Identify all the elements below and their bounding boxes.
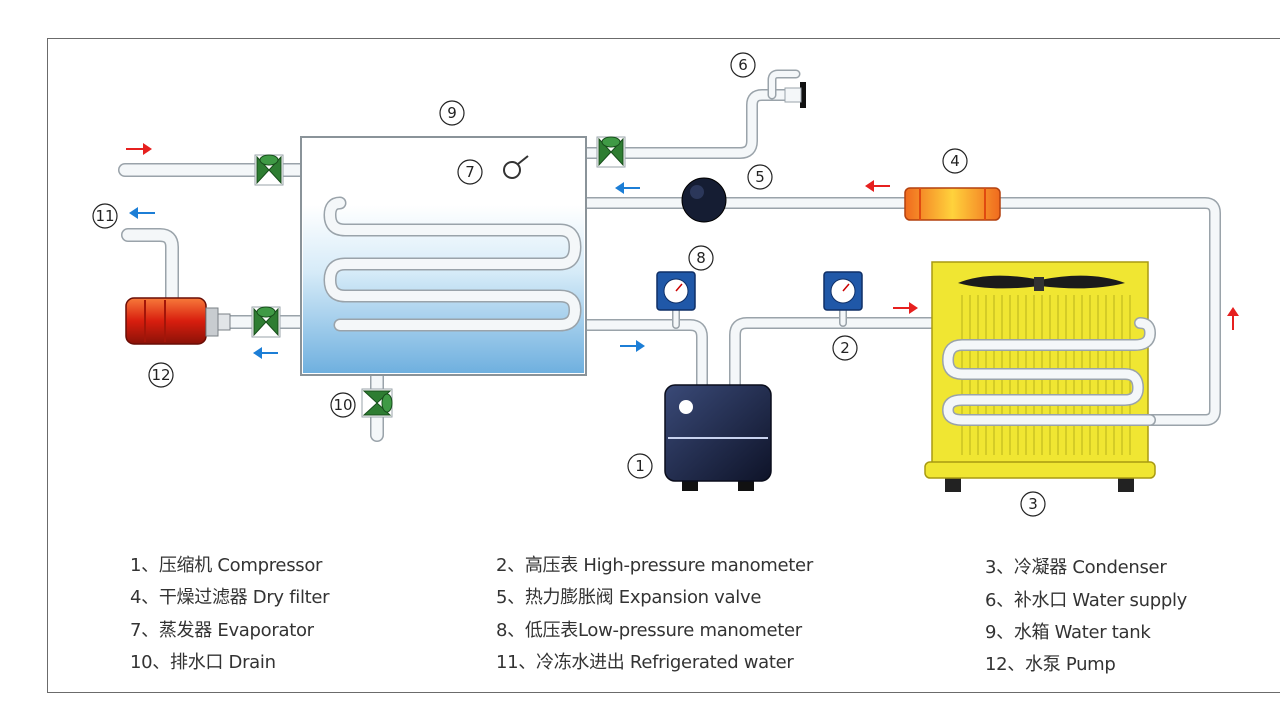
svg-text:1: 1 <box>635 457 645 475</box>
svg-text:5: 5 <box>755 168 765 186</box>
valve-supply-icon <box>596 136 626 168</box>
arrow-blue-evap-icon <box>620 340 645 352</box>
evaporator-coil <box>323 196 582 332</box>
callout-12: 12 <box>148 362 174 388</box>
svg-text:4: 4 <box>950 152 960 170</box>
svg-text:11: 11 <box>95 207 114 225</box>
high-pressure-gauge <box>823 271 863 311</box>
callout-2: 2 <box>832 335 858 361</box>
condenser-coil <box>942 317 1156 426</box>
arrow-red-in-icon <box>126 143 152 155</box>
legend-item-water-supply: 6、补水口 Water supply <box>985 590 1187 611</box>
valve-inlet-icon <box>254 154 284 186</box>
valve-outlet-icon <box>251 306 281 338</box>
arrow-blue-pump-icon <box>253 347 278 359</box>
callout-4: 4 <box>942 148 968 174</box>
water-tank <box>300 136 587 376</box>
legend-item-compressor: 1、压缩机 Compressor <box>130 555 323 576</box>
callout-8: 8 <box>688 245 714 271</box>
fan-icon <box>958 275 1125 291</box>
legend-item-low-pressure-manometer: 8、低压表Low-pressure manometer <box>496 620 802 641</box>
arrow-blue-out-icon <box>129 207 155 219</box>
callout-6: 6 <box>730 52 756 78</box>
legend-item-dry-filter: 4、干燥过滤器 Dry filter <box>130 587 330 608</box>
flow-arrows <box>126 143 1239 359</box>
svg-text:7: 7 <box>465 163 475 181</box>
legend-item-refrigerated-water: 11、冷冻水进出 Refrigerated water <box>496 652 794 673</box>
svg-text:10: 10 <box>333 396 352 414</box>
drain-valve-icon <box>361 388 393 418</box>
callout-5: 5 <box>747 164 773 190</box>
evaporator-marker-icon <box>503 155 529 179</box>
legend-item-condenser: 3、冷凝器 Condenser <box>985 557 1167 578</box>
diagram-frame <box>47 38 1280 693</box>
callout-7: 7 <box>457 159 483 185</box>
compressor <box>664 384 772 491</box>
dry-filter <box>904 187 1001 221</box>
svg-text:2: 2 <box>840 339 850 357</box>
legend-item-expansion-valve: 5、热力膨胀阀 Expansion valve <box>496 587 762 608</box>
svg-text:3: 3 <box>1028 495 1038 513</box>
low-pressure-gauge <box>656 271 696 311</box>
legend-item-water-tank: 9、水箱 Water tank <box>985 622 1151 643</box>
pump <box>125 297 231 345</box>
callout-10: 10 <box>330 392 356 418</box>
arrow-blue-supply-icon <box>615 182 640 194</box>
svg-text:12: 12 <box>151 366 170 384</box>
callout-11: 11 <box>92 203 118 229</box>
arrow-red-up-icon <box>1227 307 1239 330</box>
svg-text:8: 8 <box>696 249 706 267</box>
faucet-icon <box>767 69 806 108</box>
legend-item-pump: 12、水泵 Pump <box>985 654 1116 675</box>
refrigeration-diagram: 1 2 3 4 5 6 7 8 9 10 11 12 <box>92 52 1239 517</box>
pipes <box>118 89 1221 442</box>
condenser <box>924 261 1156 492</box>
legend-item-drain: 10、排水口 Drain <box>130 652 276 673</box>
arrow-red-filter-icon <box>865 180 890 192</box>
svg-text:9: 9 <box>447 104 457 122</box>
callout-1: 1 <box>627 453 653 479</box>
callout-9: 9 <box>439 100 465 126</box>
expansion-valve <box>681 177 727 223</box>
callout-3: 3 <box>1020 491 1046 517</box>
arrow-red-condenser-icon <box>893 302 918 314</box>
legend-item-evaporator: 7、蒸发器 Evaporator <box>130 620 314 641</box>
svg-text:6: 6 <box>738 56 748 74</box>
legend-item-high-pressure-manometer: 2、高压表 High-pressure manometer <box>496 555 813 576</box>
